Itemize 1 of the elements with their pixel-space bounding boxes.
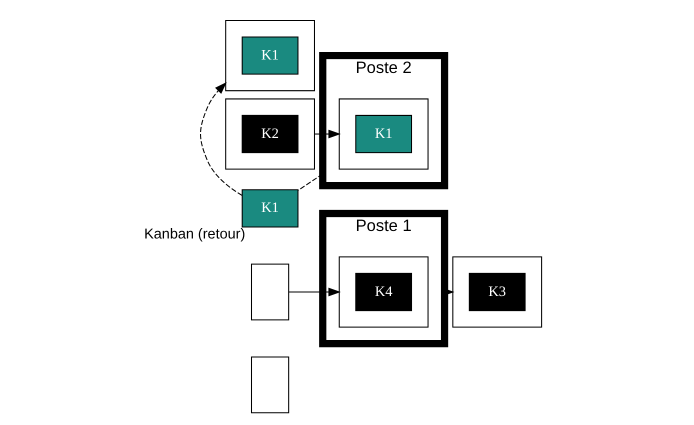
node-label: Kanban (retour)	[144, 226, 246, 243]
